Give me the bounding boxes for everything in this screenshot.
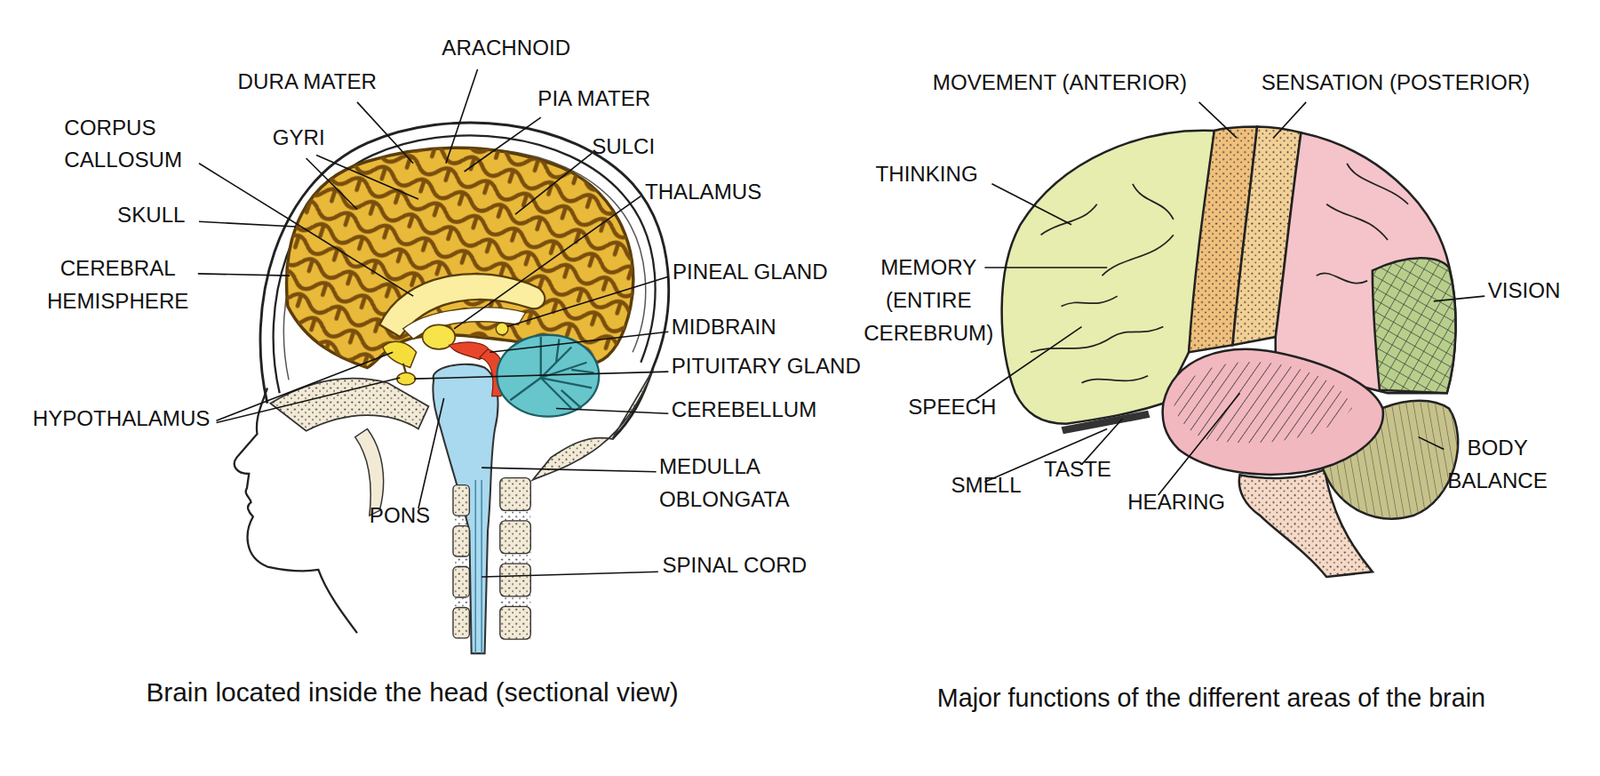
leader-line xyxy=(1199,102,1237,138)
part-label: CEREBRAL HEMISPHERE xyxy=(28,252,207,319)
leader-line xyxy=(453,196,641,329)
part-label: SKULL xyxy=(117,199,185,232)
sulcus xyxy=(1326,204,1388,240)
bone-stipple xyxy=(270,378,429,431)
function-label: SMELL xyxy=(950,468,1021,502)
leader-line xyxy=(357,102,414,164)
olfactory-strip xyxy=(1061,410,1151,434)
part-label: GYRI xyxy=(272,121,326,155)
pineal-gland xyxy=(495,322,509,335)
function-label: SENSATION (POSTERIOR) xyxy=(1261,66,1530,100)
leader-line xyxy=(1273,102,1306,138)
hearing-hatch xyxy=(1173,361,1353,443)
function-label: MOVEMENT (ANTERIOR) xyxy=(932,66,1187,100)
leader-line xyxy=(316,155,419,200)
leader-line xyxy=(464,117,542,172)
bone-stipple xyxy=(500,477,531,639)
temporal-lobe xyxy=(1162,349,1384,475)
leader-line xyxy=(984,266,1107,269)
leader-line xyxy=(1433,295,1485,302)
sulcus xyxy=(1316,272,1368,283)
leader-line xyxy=(515,152,592,215)
leader-line xyxy=(306,158,358,209)
function-label: SPEECH xyxy=(907,390,996,424)
skull-base xyxy=(270,378,429,431)
leader-line xyxy=(445,69,478,164)
part-label: PINEAL GLAND xyxy=(672,254,828,288)
leader-line xyxy=(507,276,669,327)
gyri-pattern xyxy=(275,143,643,378)
sulcus xyxy=(1041,204,1098,235)
part-label: SULCI xyxy=(591,130,655,164)
part-label: HYPOTHALAMUS xyxy=(32,402,211,436)
sulcus xyxy=(1346,163,1409,205)
part-label: DURA MATER xyxy=(238,65,377,99)
jaw-bone xyxy=(355,428,384,516)
part-label: ARACHNOID xyxy=(441,31,571,65)
part-label: MIDBRAIN xyxy=(671,310,777,343)
function-label: VISION xyxy=(1488,274,1561,308)
vertebrae xyxy=(453,477,531,639)
sulcus xyxy=(1061,295,1118,306)
lateral-brain xyxy=(1002,126,1459,577)
function-label: THINKING xyxy=(875,158,978,192)
leader-line xyxy=(418,398,445,509)
cord-line xyxy=(475,479,477,653)
part-label: MEDULLA OBLONGATA xyxy=(659,450,812,517)
leader-line xyxy=(216,377,401,423)
sulcus xyxy=(1082,375,1149,383)
leader-line xyxy=(199,221,296,227)
leader-line xyxy=(481,571,659,577)
dura-line xyxy=(273,135,656,393)
leader-line xyxy=(1418,437,1445,450)
function-label: BODY BALANCE xyxy=(1428,431,1567,498)
sulcus xyxy=(1132,183,1174,220)
function-label: TASTE xyxy=(1043,453,1112,486)
ventricle xyxy=(403,307,526,339)
parietal-lobe xyxy=(1275,132,1457,393)
leader-line xyxy=(489,331,669,352)
leader-line xyxy=(198,273,290,276)
part-label: CORPUS CALLOSUM xyxy=(63,111,217,177)
leader-lines xyxy=(974,102,1485,495)
leader-line xyxy=(991,183,1072,225)
function-label: HEARING xyxy=(1127,485,1226,519)
occipital-lobe xyxy=(1372,257,1457,393)
sulcus xyxy=(1101,234,1173,276)
leader-line xyxy=(481,467,656,472)
function-label: MEMORY (ENTIRE CEREBRUM) xyxy=(851,251,1005,350)
leader-lines xyxy=(198,69,669,577)
part-label: PITUITARY GLAND xyxy=(671,350,861,383)
bone-stipple xyxy=(453,485,470,638)
vision-crosshatch xyxy=(1372,257,1457,393)
brainstem xyxy=(432,364,498,653)
part-label: CEREBELLUM xyxy=(671,392,818,426)
panel-caption: Brain located inside the head (sectional… xyxy=(55,675,770,709)
face-profile xyxy=(234,387,358,633)
cord-line xyxy=(480,479,482,653)
arbor-vitae xyxy=(509,336,594,408)
part-label: SPINAL CORD xyxy=(661,549,807,582)
leader-line xyxy=(556,407,669,414)
leader-line xyxy=(1158,392,1241,495)
sulci-lines xyxy=(1030,163,1409,383)
part-label: PIA MATER xyxy=(537,82,651,116)
panel-caption: Major functions of the different areas o… xyxy=(853,680,1569,714)
leader-line xyxy=(413,371,669,379)
pituitary-gland xyxy=(397,372,416,385)
part-label: THALAMUS xyxy=(644,175,762,209)
part-label: PONS xyxy=(369,499,430,533)
